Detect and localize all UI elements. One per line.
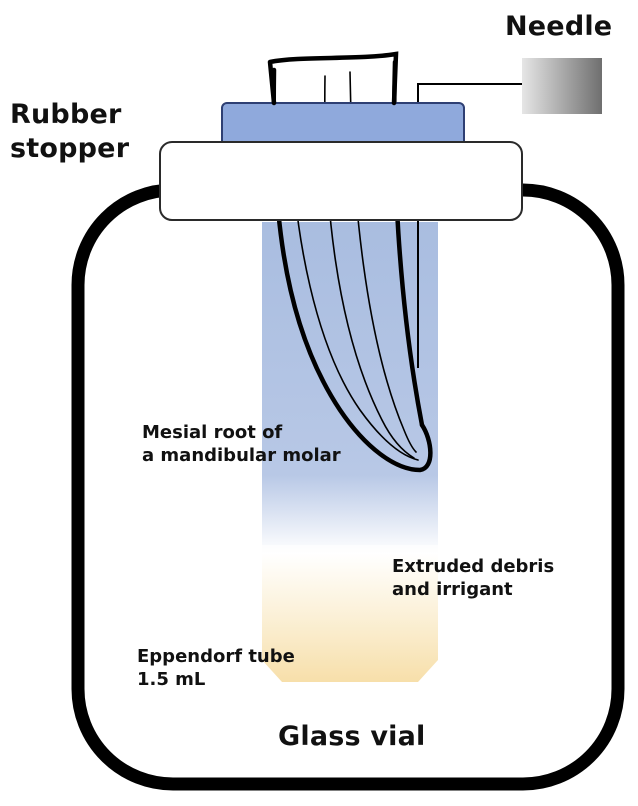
glass-vial-label: Glass vial (278, 721, 426, 752)
needle-label: Needle (505, 11, 613, 42)
extruded-debris-label: Extruded debris and irrigant (392, 556, 555, 600)
rubber-stopper-label: Rubber stopper (10, 99, 130, 164)
eppendorf-tube-label: Eppendorf tube 1.5 mL (137, 646, 295, 690)
mesial-root-label: Mesial root of a mandibular molar (142, 422, 341, 466)
needle-shaft (417, 83, 522, 368)
needle-hub (522, 58, 602, 114)
rubber-stopper (159, 141, 523, 221)
tooth-crown-top (267, 51, 399, 106)
